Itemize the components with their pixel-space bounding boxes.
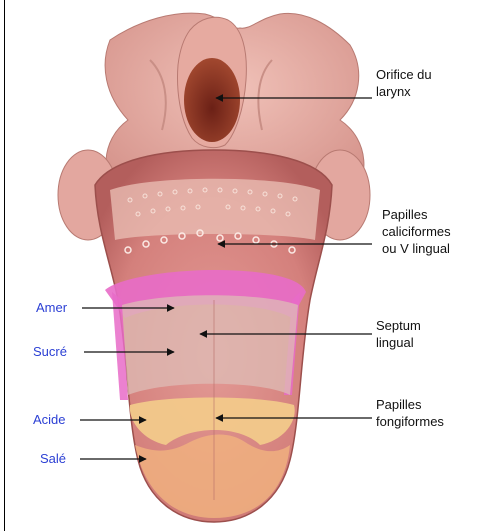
label-bitter: Amer [36, 299, 67, 316]
label-calyciform-line1: Papilles [382, 206, 451, 223]
label-calyciform-line2: caliciformes [382, 223, 451, 240]
label-sweet: Sucré [33, 343, 67, 360]
label-fungiform-line2: fongiformes [376, 413, 444, 430]
label-calyciform: Papilles caliciformes ou V lingual [382, 206, 451, 257]
label-salty: Salé [40, 450, 66, 467]
label-larynx: Orifice du larynx [376, 66, 432, 100]
sweet-zone [122, 295, 298, 395]
label-larynx-line2: larynx [376, 83, 432, 100]
label-septum-line2: lingual [376, 334, 421, 351]
label-larynx-line1: Orifice du [376, 66, 432, 83]
label-calyciform-line3: ou V lingual [382, 240, 451, 257]
tongue-body [95, 150, 332, 522]
label-septum: Septum lingual [376, 317, 421, 351]
label-fungiform: Papilles fongiformes [376, 396, 444, 430]
label-fungiform-line1: Papilles [376, 396, 444, 413]
label-sour: Acide [33, 411, 66, 428]
larynx-orifice [184, 58, 240, 142]
label-septum-line1: Septum [376, 317, 421, 334]
